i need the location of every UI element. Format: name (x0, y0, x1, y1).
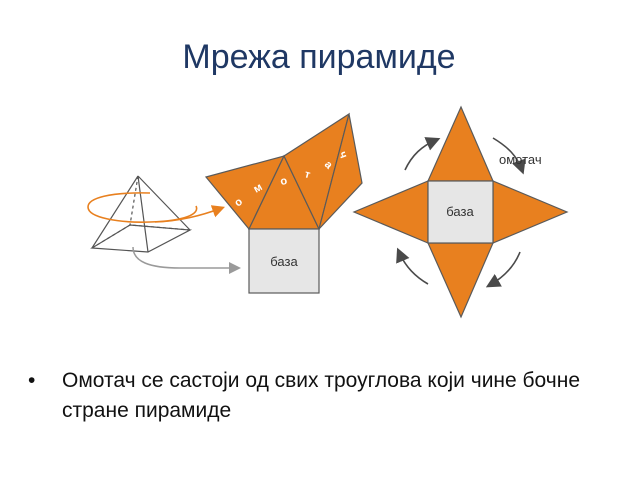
rotation-ring (87, 192, 198, 223)
lateral-letter: ч (336, 150, 349, 160)
curved-lateral-label: о м о т а ч (232, 150, 349, 209)
lateral-letter: т (303, 168, 312, 181)
net-base-square (427, 180, 494, 244)
base-to-base-arrow (132, 246, 241, 274)
lateral-letter: о (279, 175, 288, 188)
net-base-label: база (446, 204, 474, 219)
bullet-item: • Омотач се састоји од свих троуглова ко… (28, 366, 618, 426)
bullet-dot: • (28, 369, 36, 392)
net-lateral-label: омотач (499, 152, 542, 167)
unfolded-base-label: база (270, 254, 298, 269)
unfolded-lateral-fan (204, 112, 363, 231)
wireframe-pyramid (90, 175, 193, 253)
unfolded-base-square (248, 228, 320, 294)
bullet-text: Омотач се састоји од свих троуглова који… (62, 369, 580, 422)
ring-to-lateral-arrow (154, 205, 226, 223)
star-rotation-arrows (396, 137, 526, 288)
slide-title: Мрежа пирамиде (182, 38, 456, 76)
